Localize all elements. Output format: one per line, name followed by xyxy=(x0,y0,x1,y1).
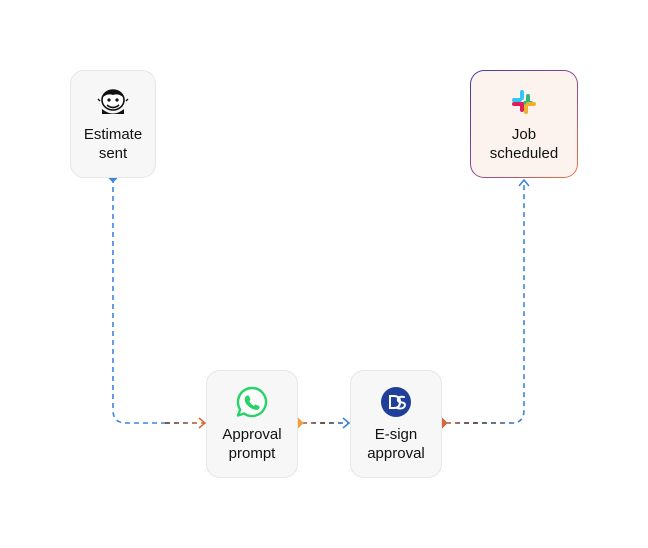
node-esign-approval[interactable]: E-sign approval xyxy=(350,370,442,478)
node-approval-prompt[interactable]: Approval prompt xyxy=(206,370,298,478)
edge-esign-job xyxy=(436,178,530,429)
slack-icon xyxy=(507,85,541,119)
node-label: Estimate sent xyxy=(83,126,143,162)
node-job-scheduled[interactable]: Job scheduled xyxy=(470,70,578,178)
arrowhead-icon xyxy=(198,417,207,429)
edge-estimate-approval xyxy=(107,171,207,429)
whatsapp-icon xyxy=(235,385,269,419)
docusign-icon xyxy=(379,385,413,419)
arrowhead-icon xyxy=(518,178,530,187)
edge-approval-esign xyxy=(292,417,351,429)
mascot-icon xyxy=(96,85,130,119)
node-estimate-sent[interactable]: Estimate sent xyxy=(70,70,156,178)
node-label: Job scheduled xyxy=(489,126,559,162)
node-label: E-sign approval xyxy=(367,426,425,462)
arrowhead-icon xyxy=(342,417,351,429)
node-label: Approval prompt xyxy=(222,426,282,462)
